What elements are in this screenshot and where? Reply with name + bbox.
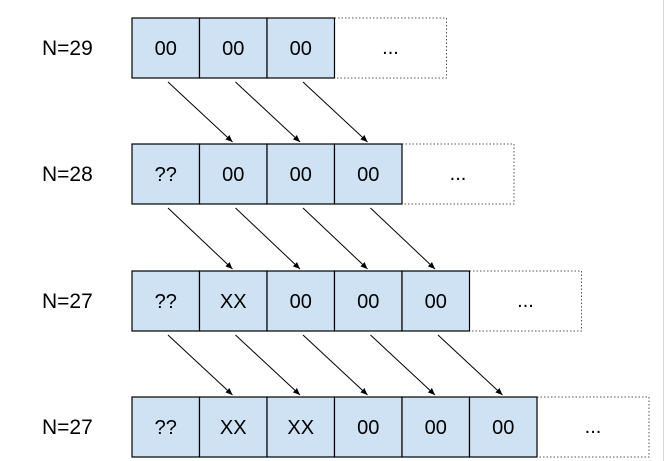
more-box xyxy=(536,396,650,458)
row-label: N=27 xyxy=(42,416,93,439)
byte-cell xyxy=(198,17,268,79)
more-ellipsis: ... xyxy=(585,416,602,438)
shift-arrow xyxy=(302,207,368,270)
more-ellipsis: ... xyxy=(382,37,399,59)
shift-arrow xyxy=(167,334,233,396)
shift-arrow xyxy=(167,81,233,143)
byte-cell xyxy=(266,17,336,79)
shift-arrow xyxy=(235,334,301,396)
row-label: N=29 xyxy=(42,37,93,60)
shift-arrow xyxy=(302,81,368,143)
row-label: N=27 xyxy=(42,290,93,313)
row-2: N=28...?? 00 00 00 xyxy=(42,143,515,205)
more-box xyxy=(334,17,447,79)
byte-cell xyxy=(198,270,268,332)
byte-cell-value: 00 xyxy=(425,417,447,439)
byte-cell xyxy=(333,270,403,332)
byte-cell xyxy=(333,143,403,205)
byte-cell-value: 00 xyxy=(357,291,379,313)
byte-cell-value: 00 xyxy=(222,38,244,60)
byte-cell xyxy=(468,396,538,458)
byte-cell-value: 00 xyxy=(290,164,312,186)
byte-cell-value: 00 xyxy=(357,417,379,439)
shift-arrow xyxy=(167,207,233,270)
byte-cell xyxy=(333,396,403,458)
byte-cell-value: XX xyxy=(220,291,247,313)
byte-cell xyxy=(401,270,471,332)
row-label: N=28 xyxy=(42,163,93,186)
shift-arrow xyxy=(235,207,301,270)
byte-cell-value: ?? xyxy=(155,417,177,439)
row-4: N=27...?? XX XX 00 00 00 xyxy=(42,396,650,458)
byte-cell-value: ?? xyxy=(155,291,177,313)
shift-arrow xyxy=(437,334,503,396)
byte-cell-value: XX xyxy=(287,417,314,439)
more-ellipsis: ... xyxy=(450,163,467,185)
more-box xyxy=(401,143,515,205)
byte-cell-value: 00 xyxy=(290,38,312,60)
shift-arrow xyxy=(370,334,436,396)
byte-cell xyxy=(266,396,336,458)
row-3: N=27...?? XX 00 00 00 xyxy=(42,270,582,332)
byte-cell xyxy=(131,143,201,205)
more-ellipsis: ... xyxy=(517,290,534,312)
byte-cell-value: XX xyxy=(220,417,247,439)
byte-cell xyxy=(131,17,201,79)
byte-cell-value: 00 xyxy=(425,291,447,313)
byte-cell xyxy=(266,270,336,332)
shift-arrow xyxy=(302,334,368,396)
byte-cell-value: 00 xyxy=(357,164,379,186)
byte-cell-value: ?? xyxy=(155,164,177,186)
shift-arrow xyxy=(370,207,436,270)
byte-cell-value: 00 xyxy=(222,164,244,186)
arrows-layer xyxy=(167,81,503,396)
row-1: N=29... 00 00 00 xyxy=(42,17,447,79)
byte-cell-value: 00 xyxy=(492,417,514,439)
more-box xyxy=(469,270,582,332)
shift-arrow xyxy=(235,81,301,143)
byte-cell-value: 00 xyxy=(155,38,177,60)
byte-cell xyxy=(198,143,268,205)
byte-cell-value: 00 xyxy=(290,291,312,313)
